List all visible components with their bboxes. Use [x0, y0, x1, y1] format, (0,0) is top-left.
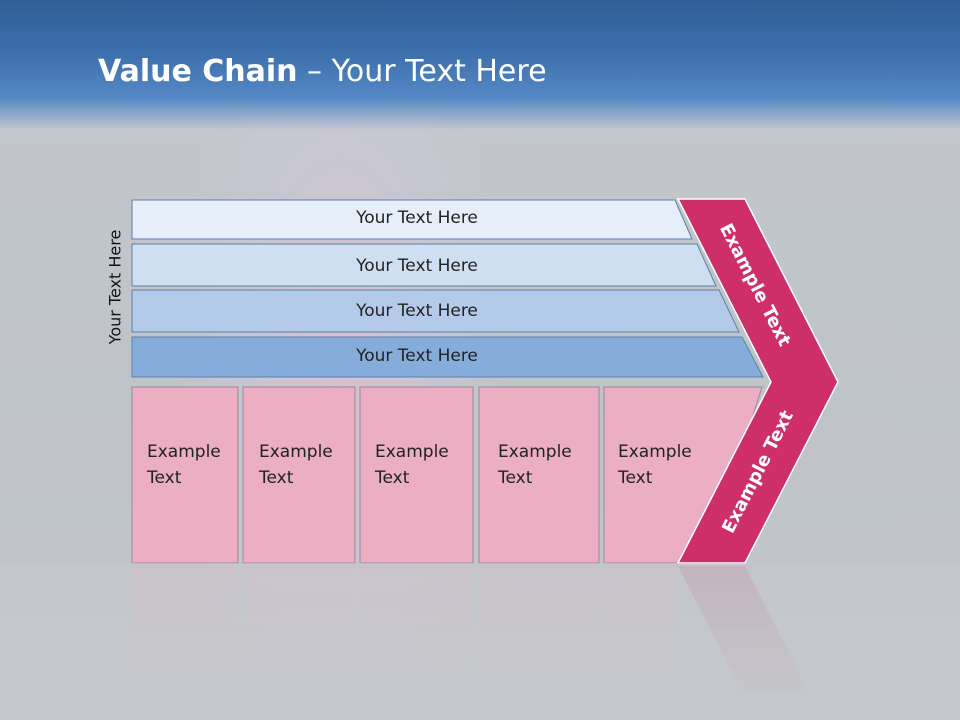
cell-5-line1: Example	[618, 442, 692, 462]
cell-2-label: Example Text	[259, 439, 333, 491]
bar-1	[131, 199, 693, 240]
cell-2-line1: Example	[259, 442, 333, 462]
slide-title: Value Chain – Your Text Here	[98, 54, 547, 89]
cell-3-label: Example Text	[375, 439, 449, 491]
cell-3-line1: Example	[375, 442, 449, 462]
bar-1-label: Your Text Here	[356, 208, 478, 228]
bar-4-label: Your Text Here	[356, 346, 478, 366]
bar-2-label: Your Text Here	[356, 256, 478, 276]
header-band	[0, 0, 960, 130]
cell-1	[131, 386, 239, 564]
cell-3-line2: Text	[375, 468, 410, 488]
title-rest: – Your Text Here	[297, 54, 547, 89]
cell-3	[359, 386, 474, 564]
reflection-fade	[0, 563, 960, 720]
bar-3	[131, 289, 740, 333]
cell-1-label: Example Text	[147, 439, 221, 491]
cell-5-label: Example Text	[618, 439, 692, 491]
cell-2-line2: Text	[259, 468, 294, 488]
cell-4-line2: Text	[498, 468, 533, 488]
bar-3-label: Your Text Here	[356, 301, 478, 321]
cell-4	[478, 386, 600, 564]
cell-1-line2: Text	[147, 468, 182, 488]
bar-4	[131, 336, 764, 378]
bar-2	[131, 243, 717, 287]
cell-4-label: Example Text	[498, 439, 572, 491]
cell-2	[242, 386, 356, 564]
cell-4-line1: Example	[498, 442, 572, 462]
cell-1-line1: Example	[147, 442, 221, 462]
title-bold: Value Chain	[98, 54, 298, 89]
cell-5-line2: Text	[618, 468, 653, 488]
